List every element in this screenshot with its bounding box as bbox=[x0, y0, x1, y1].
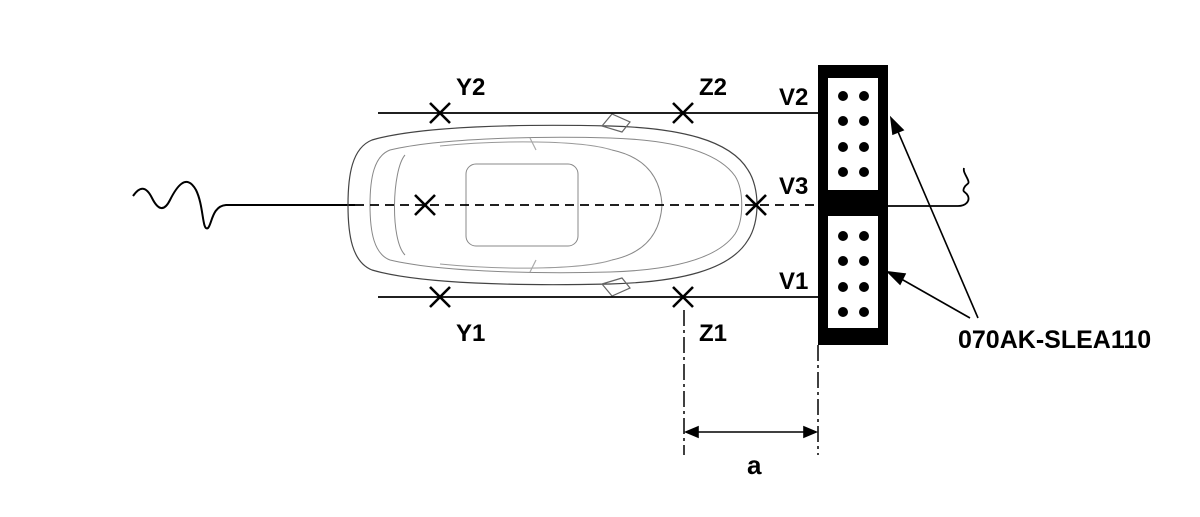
label-v2: V2 bbox=[779, 84, 809, 111]
cross-front-center bbox=[745, 194, 767, 216]
leader-arrows bbox=[885, 115, 979, 319]
label-z2: Z2 bbox=[699, 74, 728, 101]
cross-z1 bbox=[672, 286, 694, 308]
label-z1: Z1 bbox=[699, 320, 728, 347]
label-v1: V1 bbox=[779, 268, 809, 295]
dimension-line bbox=[683, 425, 819, 439]
cross-y1 bbox=[429, 286, 451, 308]
vehicle-top-view bbox=[347, 113, 758, 297]
left-break-line bbox=[132, 181, 355, 230]
label-v3: V3 bbox=[779, 173, 809, 200]
cross-z2 bbox=[672, 102, 694, 124]
target-board bbox=[818, 65, 888, 345]
part-number-label: 070AK-SLEA110 bbox=[958, 326, 1152, 354]
dimension-label-a: a bbox=[747, 450, 762, 480]
target-dots bbox=[838, 91, 869, 317]
cross-y2 bbox=[429, 102, 451, 124]
right-break-line bbox=[888, 167, 970, 207]
label-y2: Y2 bbox=[456, 74, 486, 101]
cross-rear-center bbox=[414, 194, 436, 216]
label-y1: Y1 bbox=[456, 320, 486, 347]
